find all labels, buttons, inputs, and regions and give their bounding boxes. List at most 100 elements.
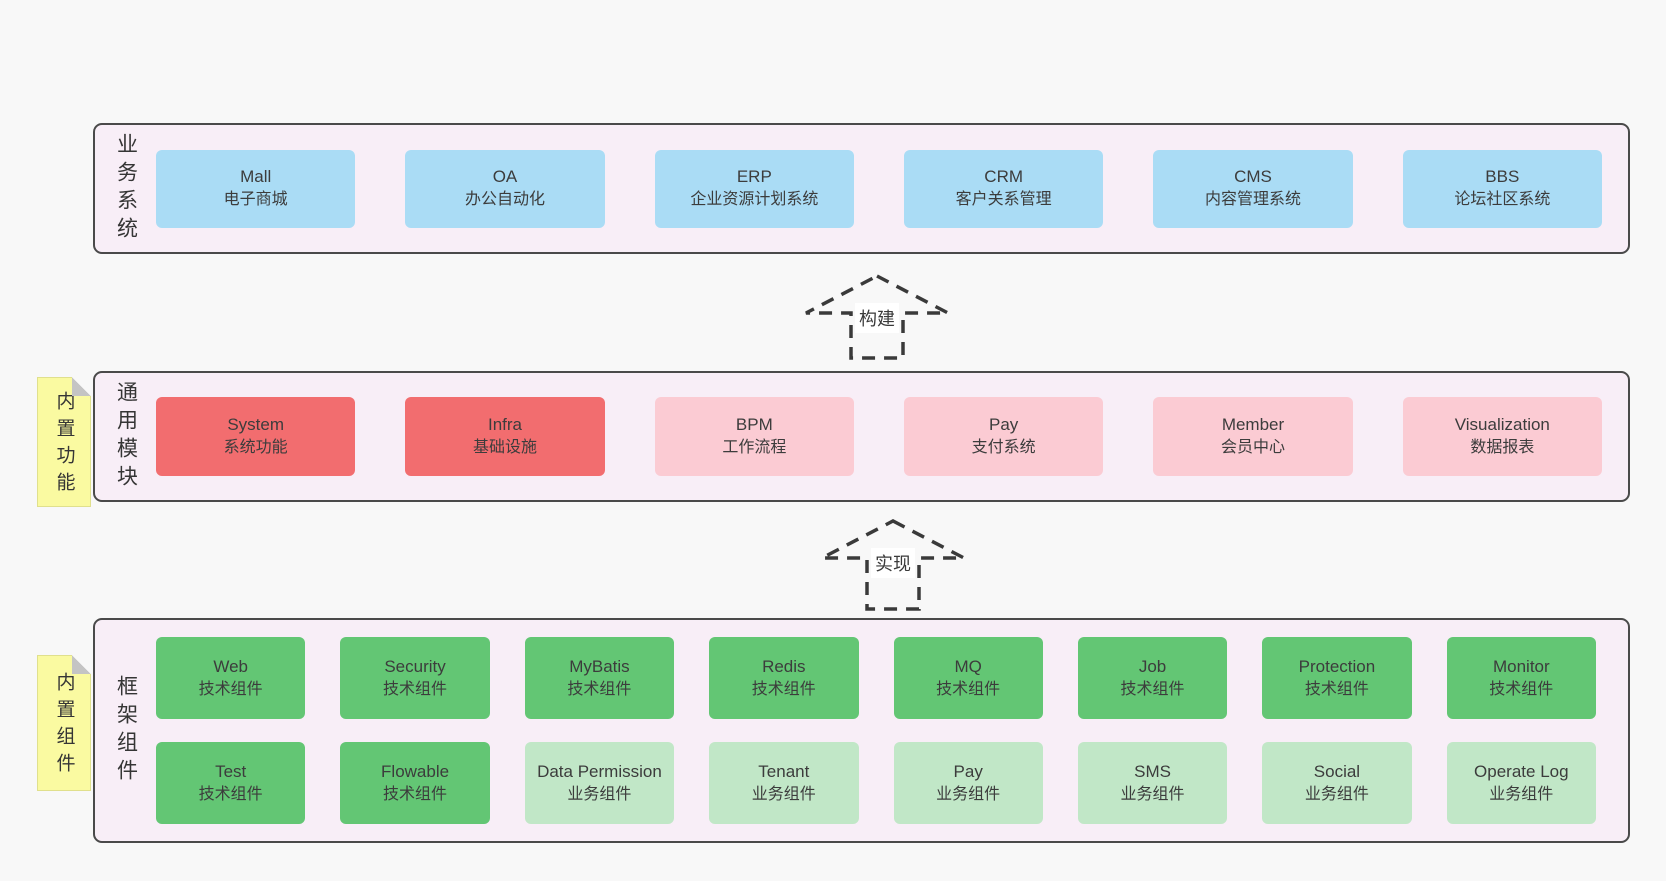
box-desc: 企业资源计划系统 (690, 191, 819, 209)
common-modules-layer: 通用模块 System 系统功能 Infra 基础设施 BPM 工作流程 Pay… (93, 371, 1630, 502)
sticky-note-built-in-features: 内置功能 (37, 377, 91, 507)
box-name: Flowable (381, 761, 450, 781)
box-desc: 系统功能 (223, 439, 288, 457)
note-text: 内置功能 (53, 391, 75, 499)
box-member: Member 会员中心 (1153, 397, 1353, 476)
box-name: Job (1138, 656, 1167, 676)
box-desc: 业务组件 (1120, 785, 1185, 803)
box-test: Test 技术组件 (156, 742, 306, 824)
box-erp: ERP 企业资源计划系统 (654, 149, 854, 228)
layer-label-text: 框架组件 (114, 674, 138, 787)
box-name: CMS (1234, 167, 1272, 187)
arrow-label: 构建 (855, 303, 899, 333)
business-systems-layer: 业务系统 Mall 电子商城 OA 办公自动化 ERP 企业资源计划系统 CRM… (93, 123, 1630, 254)
box-desc: 技术组件 (383, 785, 448, 803)
box-name: Mall (240, 167, 272, 187)
layer-label-framework-components: 框架组件 (95, 620, 156, 841)
box-mq: MQ 技术组件 (893, 637, 1043, 719)
box-name: Visualization (1454, 415, 1550, 435)
box-desc: 技术组件 (1304, 680, 1369, 698)
box-desc: 内容管理系统 (1204, 191, 1301, 209)
box-social: Social 业务组件 (1262, 742, 1412, 824)
box-name: BPM (735, 415, 773, 435)
box-desc: 技术组件 (1489, 680, 1554, 698)
layer-label-business-systems: 业务系统 (95, 125, 156, 252)
box-desc: 技术组件 (198, 680, 263, 698)
box-name: SMS (1134, 761, 1171, 781)
box-desc: 电子商城 (223, 191, 288, 209)
note-fold-corner-icon (72, 655, 91, 674)
box-name: Security (384, 656, 446, 676)
box-desc: 技术组件 (198, 785, 263, 803)
box-name: Data Permission (537, 761, 662, 781)
box-name: Tenant (758, 761, 810, 781)
box-desc: 业务组件 (1304, 785, 1369, 803)
box-security: Security 技术组件 (340, 637, 490, 719)
box-desc: 工作流程 (722, 439, 787, 457)
box-name: System (227, 415, 284, 435)
box-oa: OA 办公自动化 (405, 149, 605, 228)
box-name: CRM (984, 167, 1024, 187)
box-desc: 业务组件 (751, 785, 816, 803)
box-name: Member (1221, 415, 1285, 435)
box-protection: Protection 技术组件 (1262, 637, 1412, 719)
box-name: Protection (1298, 656, 1376, 676)
implement-arrow: 实现 (819, 518, 967, 612)
box-data-permission: Data Permission 业务组件 (524, 742, 675, 824)
box-name: Infra (487, 415, 522, 435)
common-modules-box-row: System 系统功能 Infra 基础设施 BPM 工作流程 Pay 支付系统… (156, 373, 1628, 500)
box-name: Operate Log (1474, 761, 1569, 781)
box-bpm: BPM 工作流程 (654, 397, 854, 476)
box-mybatis: MyBatis 技术组件 (524, 637, 675, 719)
note-text: 内置组件 (53, 672, 75, 780)
box-mall: Mall 电子商城 (156, 149, 356, 228)
box-desc: 客户关系管理 (955, 191, 1052, 209)
box-name: OA (492, 167, 518, 187)
box-infra: Infra 基础设施 (405, 397, 605, 476)
box-desc: 业务组件 (567, 785, 632, 803)
box-tenant: Tenant 业务组件 (709, 742, 859, 824)
box-sms: SMS 业务组件 (1077, 742, 1228, 824)
layer-label-text: 业务系统 (114, 132, 138, 245)
box-redis: Redis 技术组件 (709, 637, 859, 719)
box-name: Social (1313, 761, 1361, 781)
box-monitor: Monitor 技术组件 (1446, 637, 1596, 719)
framework-components-box-grid: Web 技术组件 Security 技术组件 MyBatis 技术组件 Redi… (156, 620, 1628, 841)
box-system: System 系统功能 (156, 397, 356, 476)
box-crm: CRM 客户关系管理 (903, 149, 1104, 228)
box-name: MQ (954, 656, 982, 676)
box-pay-system: Pay 支付系统 (903, 397, 1104, 476)
box-desc: 技术组件 (1120, 680, 1185, 698)
box-desc: 会员中心 (1220, 439, 1285, 457)
up-arrow-icon (821, 519, 965, 611)
sticky-note-built-in-components: 内置组件 (37, 655, 91, 791)
box-desc: 数据报表 (1470, 439, 1535, 457)
box-desc: 支付系统 (971, 439, 1036, 457)
layer-label-text: 通用模块 (114, 380, 138, 493)
box-name: BBS (1485, 167, 1520, 187)
box-desc: 基础设施 (472, 439, 537, 457)
box-desc: 业务组件 (1489, 785, 1554, 803)
box-name: MyBatis (569, 656, 630, 676)
box-flowable: Flowable 技术组件 (340, 742, 490, 824)
box-name: Pay (953, 761, 983, 781)
framework-components-layer: 框架组件 Web 技术组件 Security 技术组件 MyBatis 技术组件… (93, 618, 1630, 843)
box-bbs: BBS 论坛社区系统 (1402, 149, 1602, 228)
box-job: Job 技术组件 (1077, 637, 1228, 719)
build-arrow: 构建 (803, 273, 951, 361)
box-desc: 技术组件 (751, 680, 816, 698)
business-systems-box-row: Mall 电子商城 OA 办公自动化 ERP 企业资源计划系统 CRM 客户关系… (156, 125, 1628, 252)
arrow-label: 实现 (871, 548, 915, 578)
box-name: Test (215, 761, 247, 781)
box-desc: 论坛社区系统 (1454, 191, 1551, 209)
box-cms: CMS 内容管理系统 (1153, 149, 1353, 228)
box-web: Web 技术组件 (156, 637, 306, 719)
layer-label-common-modules: 通用模块 (95, 373, 156, 500)
box-desc: 技术组件 (383, 680, 448, 698)
box-desc: 技术组件 (567, 680, 632, 698)
box-name: Monitor (1492, 656, 1550, 676)
box-pay-component: Pay 业务组件 (893, 742, 1043, 824)
box-desc: 办公自动化 (464, 191, 545, 209)
box-operate-log: Operate Log 业务组件 (1446, 742, 1596, 824)
box-name: Pay (989, 415, 1019, 435)
